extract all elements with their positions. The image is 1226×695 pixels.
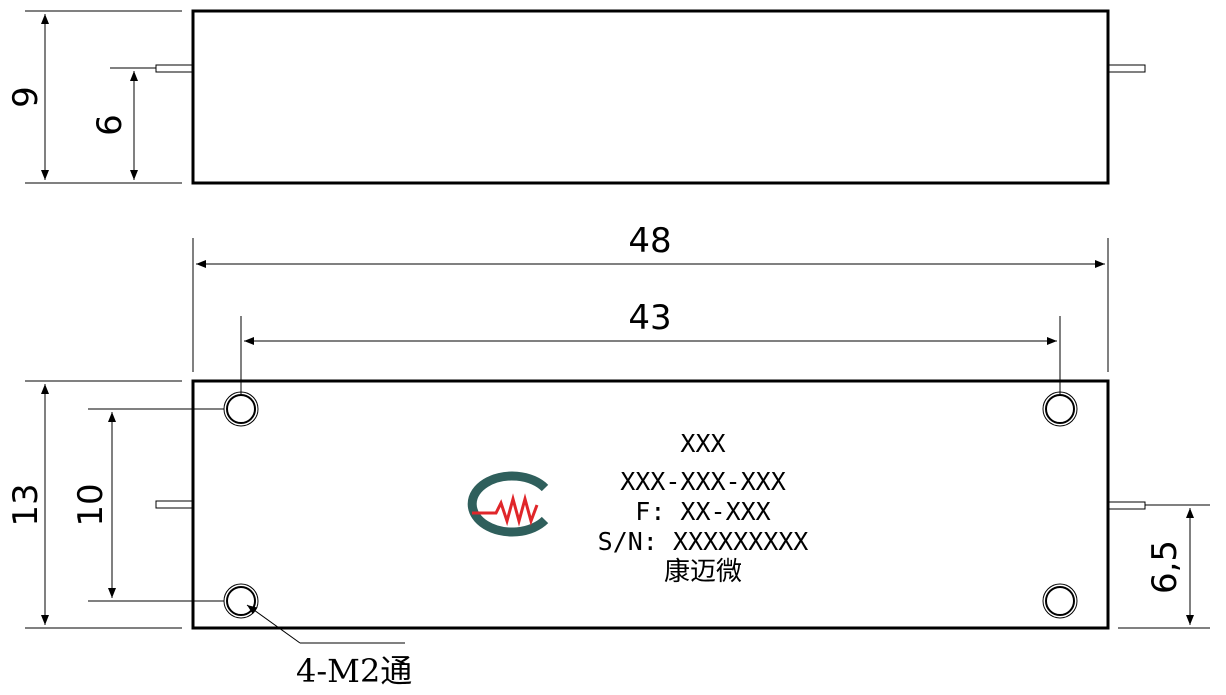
top-view-left-pin [155, 64, 194, 73]
label-line-2: XXX-XXX-XXX [620, 467, 786, 496]
overall-length-dim-48: 48 [628, 221, 671, 261]
label-line-4: S/N: XXXXXXXXX [598, 527, 809, 556]
hole-vertical-dim-10: 10 [71, 483, 111, 526]
height-dim-9: 9 [6, 86, 46, 108]
callout-leader [246, 604, 301, 644]
mounting-hole-bottom-left [223, 583, 259, 619]
height-dim-13: 13 [6, 483, 46, 526]
company-logo [467, 471, 549, 537]
hole-callout: 4-M2通 [296, 652, 412, 690]
product-label: XXX XXX-XXX-XXX F: XX-XXX S/N: XXXXXXXXX… [598, 429, 809, 587]
mounting-hole-top-left [223, 391, 259, 427]
front-view: 13 10 6,5 4-M2通 XXX XXX-XXX-XXX F: XX-XX… [6, 379, 1210, 690]
top-view-body [191, 9, 1110, 185]
length-dimensions: 48 43 [192, 221, 1109, 396]
front-view-left-pin [155, 500, 194, 509]
label-line-5: 康迈微 [664, 557, 742, 587]
pin-height-dim-6: 6 [90, 114, 130, 136]
label-line-1: XXX [680, 429, 725, 458]
top-view: 9 6 [6, 9, 1146, 185]
mounting-hole-bottom-right [1042, 583, 1078, 619]
front-view-right-pin [1107, 501, 1146, 510]
hole-spacing-dim-43: 43 [628, 298, 671, 338]
mounting-hole-top-right [1042, 391, 1078, 427]
pin-height-dim-6-5: 6,5 [1145, 540, 1185, 594]
top-view-right-pin [1107, 64, 1146, 73]
label-line-3: F: XX-XXX [635, 497, 770, 526]
